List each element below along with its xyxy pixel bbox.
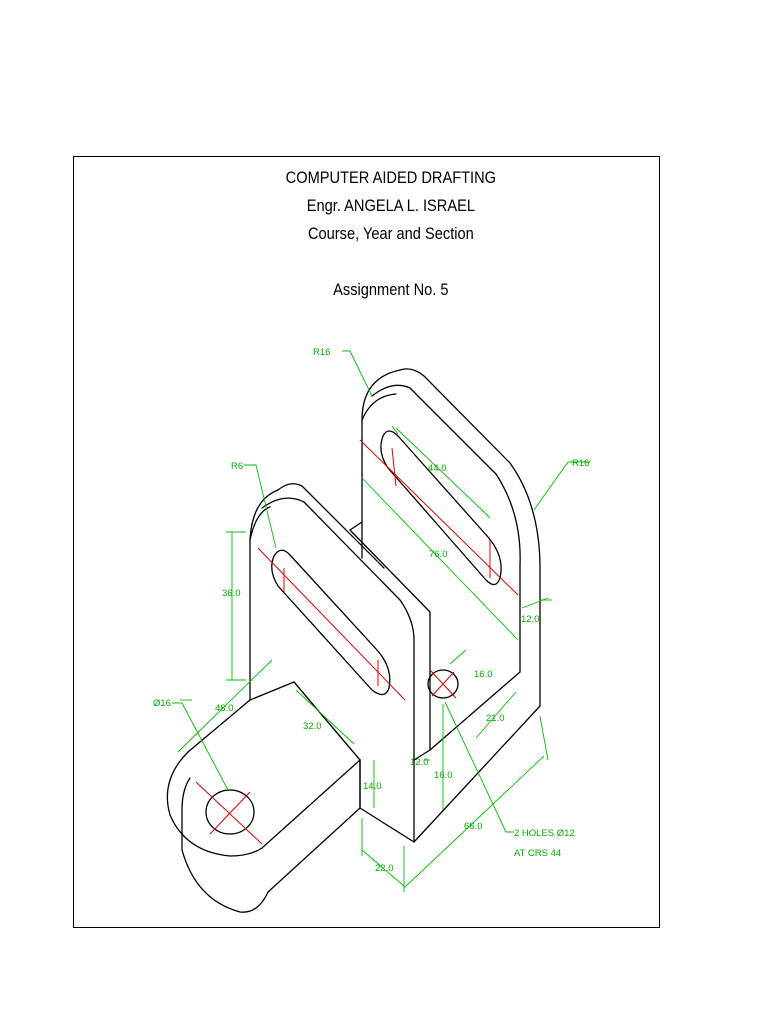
dimension-lines	[172, 350, 590, 892]
title-assignment: Assignment No. 5	[333, 280, 449, 299]
dim-48: 48.0	[215, 703, 234, 714]
dimension-labels: R16 R16 R6 44.0 76.0 36.0 12.0 16.0 21.0…	[153, 347, 589, 874]
dim-r6: R6	[231, 461, 243, 472]
note-holes-line2: AT CRS 44	[514, 848, 561, 859]
dim-diameter-16: Ø16	[153, 698, 171, 709]
dim-36: 36.0	[222, 588, 241, 599]
object-outline	[166, 368, 541, 913]
dim-12-right: 12.0	[521, 614, 540, 625]
dim-44: 44.0	[428, 463, 447, 474]
title-instructor: Engr. ANGELA L. ISRAEL	[306, 196, 475, 215]
dim-32: 32.0	[303, 721, 322, 732]
dim-16-hole: 16.0	[474, 669, 493, 680]
drawing-sheet-border	[73, 156, 660, 928]
dim-66: 66.0	[464, 821, 483, 832]
dim-16-height: 16.0	[434, 770, 453, 781]
dim-22: 22.0	[375, 863, 394, 874]
dim-r16-right: R16	[572, 458, 589, 469]
dim-21: 21.0	[486, 713, 505, 724]
dim-12-step: 12.0	[410, 757, 429, 768]
note-holes-line1: 2 HOLES Ø12	[514, 828, 575, 839]
dim-14: 14.0	[363, 781, 382, 792]
center-lines	[195, 439, 519, 845]
title-section: Course, Year and Section	[307, 224, 474, 243]
title-course: COMPUTER AIDED DRAFTING	[285, 168, 497, 187]
dim-r16-top: R16	[313, 347, 330, 358]
dim-76: 76.0	[429, 549, 448, 560]
